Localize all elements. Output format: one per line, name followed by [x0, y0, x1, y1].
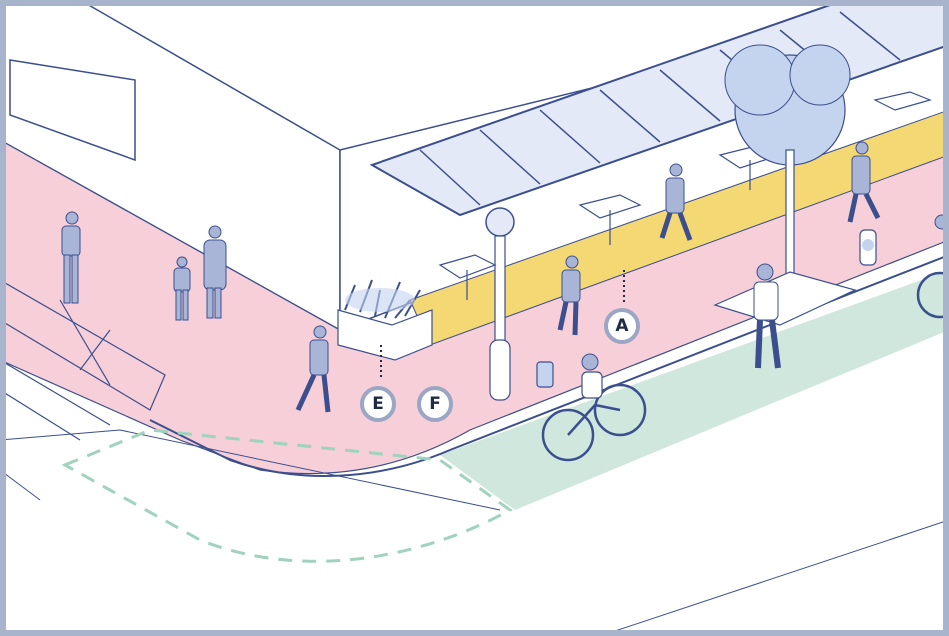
marker-a-label: A: [615, 316, 629, 336]
planter-icon: [337, 279, 433, 361]
fire-hydrant-icon: [859, 229, 877, 266]
dashed-outline: [61, 428, 513, 563]
marker-f: F: [417, 386, 453, 422]
pedestrian-icon: [203, 225, 227, 319]
pedestrian-icon: [557, 255, 581, 336]
bike-lane: [440, 270, 949, 510]
cafe-table-icon: [438, 91, 932, 300]
pedestrian-icon: [173, 256, 191, 321]
marker-e-label: E: [372, 394, 384, 414]
pedestrian-icon: [753, 263, 781, 369]
pedestrian-icon: [659, 163, 693, 241]
pedestrian-icon: [847, 141, 881, 223]
street-lamp-icon: [485, 207, 515, 401]
pedestrian-icon: [61, 211, 81, 304]
marker-a: A: [604, 308, 640, 344]
marker-e: E: [360, 386, 396, 422]
pedestrian-icon: [295, 325, 331, 413]
building-window: [9, 59, 136, 162]
street-tree-icon: [713, 44, 857, 326]
curb: [149, 254, 949, 478]
marker-f-label: F: [429, 394, 441, 414]
trash-can-icon: [536, 361, 554, 388]
crosswalk: [0, 279, 166, 441]
cyclist-icon: [541, 353, 647, 462]
